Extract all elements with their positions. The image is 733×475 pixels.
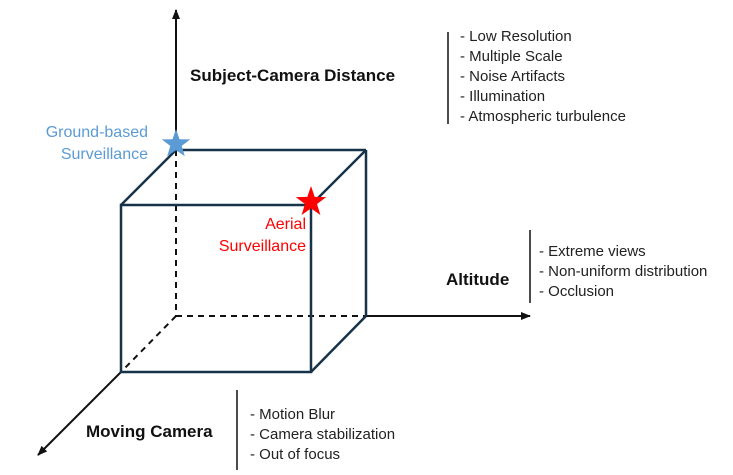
moving-camera-label: Moving Camera: [86, 422, 213, 441]
diagonal-axis-list: - Motion Blur - Camera stabilization - O…: [250, 405, 395, 465]
subject-camera-distance-label: Subject-Camera Distance: [190, 66, 396, 85]
cube-top-left-edge: [120, 149, 177, 206]
list-item: - Low Resolution: [460, 28, 572, 45]
list-item: - Extreme views: [539, 243, 646, 260]
altitude-label: Altitude: [446, 270, 510, 289]
aerial-surveillance-line2: Surveillance: [218, 238, 306, 255]
aerial-surveillance-line1: Aerial: [265, 216, 306, 233]
star-icon: [161, 129, 191, 157]
list-item: - Motion Blur: [250, 406, 336, 423]
list-item: - Illumination: [460, 88, 546, 105]
list-item: - Noise Artifacts: [460, 68, 566, 85]
cube-front-face: [119, 203, 313, 374]
list-item: - Atmospheric turbulence: [460, 108, 626, 125]
diagonal-axis-arrow: [37, 371, 122, 456]
ground-surveillance-line1: Ground-based: [45, 124, 148, 141]
list-item: - Camera stabilization: [250, 426, 396, 443]
cube-hidden-edge-diagonal: [120, 315, 177, 373]
star-icon: [295, 186, 327, 215]
list-item: - Occlusion: [539, 283, 615, 300]
cube-bottom-right-edge: [310, 315, 367, 373]
aerial-surveillance-label: Aerial Surveillance: [170, 214, 306, 258]
ground-surveillance-label: Ground-based Surveillance: [10, 122, 148, 166]
list-item: - Non-uniform distribution: [539, 263, 708, 280]
vertical-axis-list: - Low Resolution - Multiple Scale - Nois…: [460, 27, 626, 127]
ground-surveillance-line2: Surveillance: [60, 146, 148, 163]
list-item: - Out of focus: [250, 446, 341, 463]
cube: [119, 148, 368, 374]
cube-top-right-edge: [310, 149, 367, 206]
list-item: - Multiple Scale: [460, 48, 563, 65]
horizontal-axis-list: - Extreme views - Non-uniform distributi…: [539, 242, 707, 302]
